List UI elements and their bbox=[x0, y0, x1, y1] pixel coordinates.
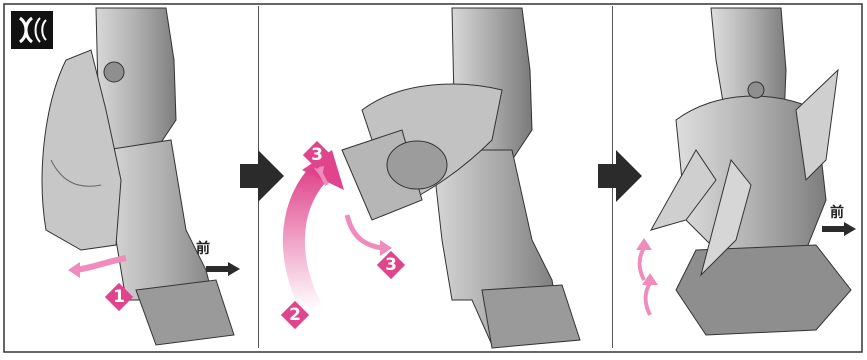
front-arrow-icon bbox=[206, 262, 240, 276]
step-number: 3 bbox=[376, 250, 406, 280]
step-number: 3 bbox=[302, 140, 332, 170]
leg-illustration-3 bbox=[616, 0, 862, 356]
step-panel-3: 前 bbox=[616, 0, 862, 356]
front-label: 前 bbox=[196, 238, 210, 258]
front-label: 前 bbox=[830, 202, 844, 222]
step-badge-3b: 3 bbox=[376, 250, 406, 280]
step-number: 1 bbox=[104, 282, 134, 312]
step-number: 2 bbox=[280, 300, 310, 330]
front-arrow-icon bbox=[822, 222, 856, 236]
step-badge-1: 1 bbox=[104, 282, 134, 312]
step-badge-3a: 3 bbox=[302, 140, 332, 170]
step-badge-2: 2 bbox=[280, 300, 310, 330]
leg-illustration-2 bbox=[262, 0, 608, 356]
step-panel-2: 3 3 2 bbox=[262, 0, 608, 356]
step-panel-1: 1 前 bbox=[6, 0, 254, 356]
